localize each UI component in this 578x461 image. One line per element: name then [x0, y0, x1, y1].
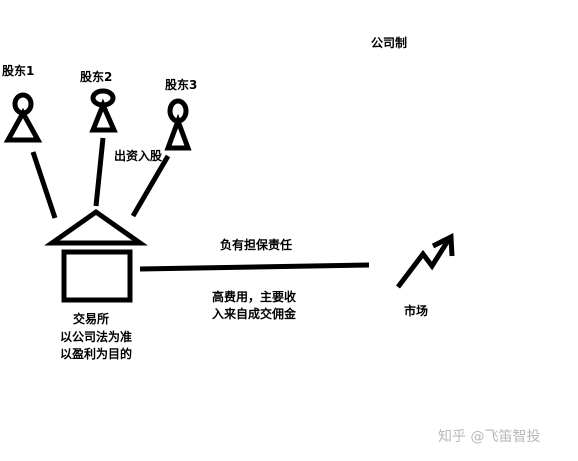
shareholder-2-label: 股东2 [80, 70, 113, 84]
market-label: 市场 [404, 304, 429, 318]
shareholder-1-figure [3, 92, 43, 143]
invest-label: 出资入股 [114, 149, 163, 163]
liability-line [139, 262, 370, 272]
connector-shareholder-3 [130, 154, 171, 218]
fee-label-line-2: 入来自成交佣金 [212, 307, 297, 321]
shareholder-2-figure [89, 88, 118, 133]
exchange-house [44, 208, 148, 303]
liability-label: 负有担保责任 [220, 238, 293, 252]
exchange-rule-1: 以公司法为准 [60, 330, 133, 344]
exchange-rule-2: 以盈利为目的 [60, 347, 133, 361]
shareholder-1-label: 股东1 [2, 64, 35, 78]
fee-label-line-1: 高费用，主要收 [212, 290, 297, 304]
connector-shareholder-2 [93, 137, 106, 207]
exchange-name: 交易所 [73, 312, 110, 326]
market-arrow-icon [396, 233, 455, 289]
watermark: 知乎 @飞笛智投 [438, 429, 541, 445]
shareholder-3-label: 股东3 [165, 78, 198, 92]
shareholder-3-figure [164, 98, 192, 151]
diagram-title: 公司制 [371, 36, 408, 50]
connector-shareholder-1 [30, 151, 58, 219]
